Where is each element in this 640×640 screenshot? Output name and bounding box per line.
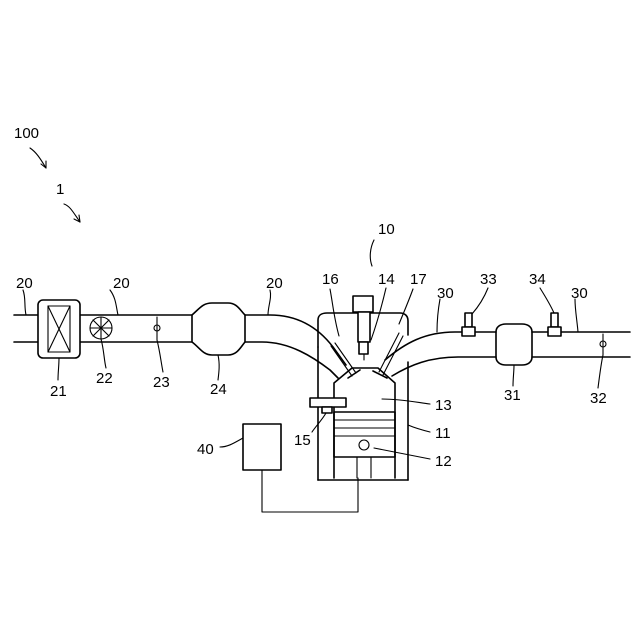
label-upstream-sensor: 33 [480, 271, 497, 288]
upstream-sensor [462, 313, 475, 336]
spark-plug [353, 296, 373, 360]
label-exhaust-valve-32: 32 [590, 390, 607, 407]
catalyst [496, 324, 532, 365]
label-exhaust-passage-a: 30 [437, 285, 454, 302]
downstream-sensor [548, 313, 561, 336]
air-cleaner [38, 300, 80, 358]
label-system: 100 [14, 125, 39, 142]
label-exhaust-valve: 17 [410, 271, 427, 288]
fuel-injector [310, 398, 346, 413]
label-fuel-injector: 15 [294, 432, 311, 449]
label-downstream-sensor: 34 [529, 271, 546, 288]
label-intake-valve: 16 [322, 271, 339, 288]
reference-numerals: 100 1 10 20 20 20 16 14 17 30 33 34 30 2… [14, 125, 607, 470]
label-exhaust-passage-b: 30 [571, 285, 588, 302]
label-intake-passage-b: 20 [113, 275, 130, 292]
label-air-cleaner: 21 [50, 383, 67, 400]
label-controller: 40 [197, 441, 214, 458]
label-engine: 10 [378, 221, 395, 238]
label-intake-passage-a: 20 [16, 275, 33, 292]
throttle-valve [154, 317, 160, 340]
exhaust-passage [385, 332, 630, 376]
label-engine-system: 1 [56, 181, 64, 198]
exhaust-throttle-valve [600, 334, 606, 355]
label-spark-plug: 14 [378, 271, 395, 288]
label-piston: 12 [435, 453, 452, 470]
surge-tank [192, 303, 245, 355]
label-engine-block: 11 [435, 425, 451, 442]
air-flow-meter [90, 317, 112, 339]
exhaust-valve [373, 333, 403, 378]
leader-lines [23, 148, 603, 459]
label-intake-passage-c: 20 [266, 275, 283, 292]
label-surge-tank: 24 [210, 381, 227, 398]
label-air-flow-meter: 22 [96, 370, 113, 387]
label-catalyst: 31 [504, 387, 521, 404]
label-combustion-chamber: 13 [435, 397, 452, 414]
label-throttle-valve: 23 [153, 374, 170, 391]
